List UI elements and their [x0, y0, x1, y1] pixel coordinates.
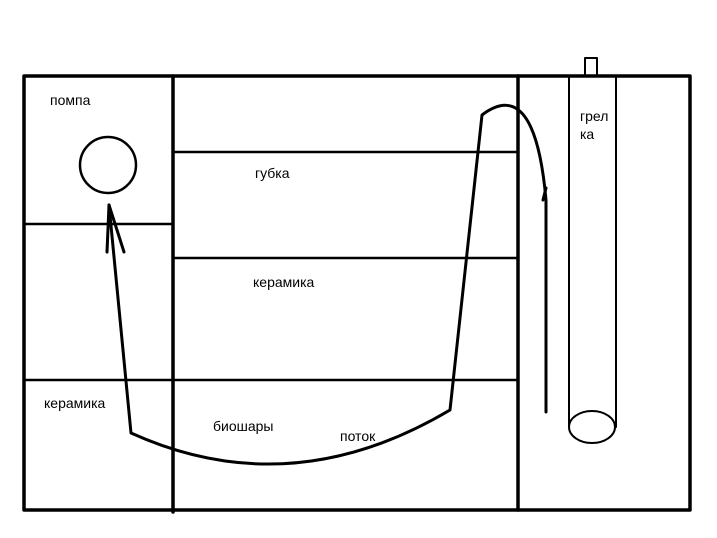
ceramics-middle-label: керамика	[253, 274, 315, 290]
sponge-label: губка	[255, 165, 290, 181]
flow-label: поток	[340, 428, 376, 444]
heater-label-line1: грел	[580, 108, 609, 124]
bioballs-label: биошары	[213, 418, 274, 434]
heater-label-line2: ка	[580, 126, 595, 142]
ceramics-left-label: керамика	[44, 395, 106, 411]
pump-label: помпа	[50, 92, 91, 108]
flow-path	[107, 103, 548, 466]
flow-arrowhead-icon	[105, 186, 548, 254]
heater-icon	[568, 57, 617, 444]
tank-outline	[22, 74, 692, 512]
pump-icon	[78, 135, 138, 195]
